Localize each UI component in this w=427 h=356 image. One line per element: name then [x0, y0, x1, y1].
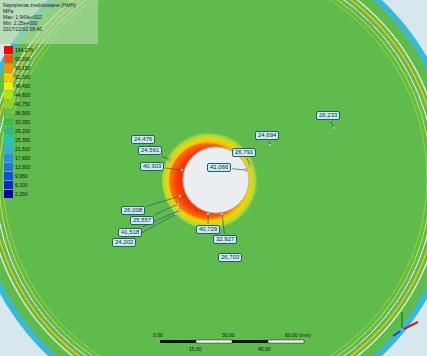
callout-number: 26,791: [232, 148, 256, 157]
probe-point: [333, 127, 336, 130]
callout-number: 41,066: [207, 163, 231, 172]
leader-line: [232, 169, 246, 170]
legend-value: 56,150: [15, 65, 30, 71]
legend-swatch: [4, 190, 13, 198]
leader-line: [165, 168, 182, 170]
callout-number: 32,927: [213, 235, 237, 244]
legend-value: 6,100: [15, 182, 28, 188]
legend-swatch: [4, 181, 13, 189]
header-text: Naprężenia zredukowane (HMH): [3, 2, 76, 8]
callout-number: 41,518: [118, 228, 142, 237]
legend-value: 25,350: [15, 137, 30, 143]
stress-concentration: [162, 130, 262, 230]
callout-number: 26,703: [218, 253, 242, 262]
probe-point: [169, 159, 172, 162]
probe-point: [177, 203, 180, 206]
callout-number: 40,729: [196, 225, 220, 234]
legend-swatch: [4, 82, 13, 90]
legend-swatch: [4, 64, 13, 72]
callout-number: 24,476: [131, 135, 155, 144]
probe-point: [179, 209, 182, 212]
callout-number: 24,561: [138, 146, 162, 155]
legend-swatch: [4, 46, 13, 54]
legend-value: 44,600: [15, 92, 30, 98]
scale-label: 15,00: [189, 346, 202, 352]
header-text: Min: 2.25e+000: [3, 20, 38, 26]
probe-point: [249, 164, 252, 167]
legend-swatch: [4, 55, 13, 63]
leader-line: [146, 196, 180, 206]
legend-value: 21,500: [15, 146, 30, 152]
probe-point: [221, 213, 224, 216]
callout-number: 24,694: [255, 131, 279, 140]
callout-number: 26,233: [316, 111, 340, 120]
header-text: Max: 1.943e+002: [3, 14, 42, 20]
legend-swatch: [4, 100, 13, 108]
legend-value: 40,750: [15, 101, 30, 107]
legend-value: 13,800: [15, 164, 30, 170]
legend-swatch: [4, 73, 13, 81]
band: [3, 0, 427, 356]
callout-number: 24,202: [112, 238, 136, 247]
callout-number: 25,557: [130, 216, 154, 225]
legend-value: 33,050: [15, 119, 30, 125]
legend-value: 29,200: [15, 128, 30, 134]
legend-swatch: [4, 118, 13, 126]
callout-number: 26,008: [121, 206, 145, 215]
scale-label: 60,00 (mm): [285, 332, 311, 338]
probe-point: [181, 169, 184, 172]
legend-swatch: [4, 172, 13, 180]
legend-swatch: [4, 109, 13, 117]
legend-value: 52,300: [15, 74, 30, 80]
probe-point: [269, 144, 272, 147]
probe-point: [175, 213, 178, 216]
probe-point: [179, 195, 182, 198]
legend-value: 60,000: [15, 56, 30, 62]
legend-swatch: [4, 163, 13, 171]
legend-value: 48,450: [15, 83, 30, 89]
legend-value: 9,950: [15, 173, 28, 179]
callout-number: 40,303: [140, 162, 164, 171]
header-panel: [0, 0, 98, 44]
scale-label: 30,00: [222, 332, 235, 338]
legend-swatch: [4, 127, 13, 135]
legend-swatch: [4, 91, 13, 99]
legend-swatch: [4, 136, 13, 144]
scale-label: 45,00: [258, 346, 271, 352]
leader-line: [222, 214, 224, 234]
header-text: 2017/12/02 08:40: [3, 26, 42, 32]
axis-triad: [393, 312, 418, 336]
scale-label: 0,00: [153, 332, 163, 338]
legend-value: 2,250: [15, 191, 28, 197]
header-text: MPa: [3, 8, 13, 14]
scale-bar: [160, 340, 304, 343]
legend-swatch: [4, 154, 13, 162]
legend-value: 36,900: [15, 110, 30, 116]
probe-point: [207, 213, 210, 216]
legend-value: 194,276: [15, 47, 33, 53]
probe-point: [245, 169, 248, 172]
legend-value: 17,650: [15, 155, 30, 161]
leader-line: [154, 204, 178, 215]
legend-swatch: [4, 145, 13, 153]
